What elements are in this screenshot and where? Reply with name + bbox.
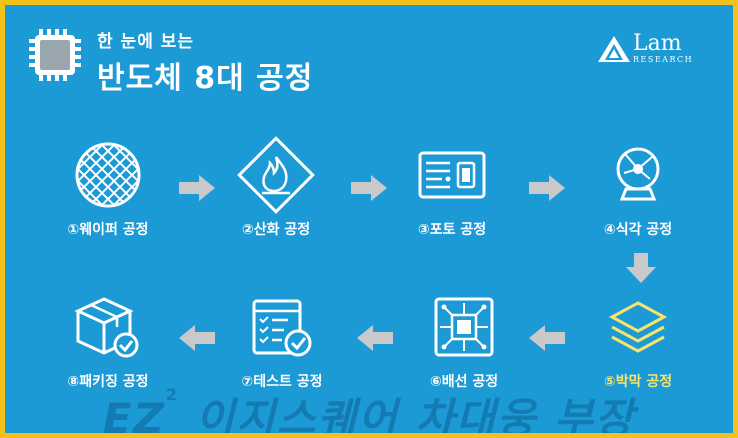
package-check-icon: [74, 297, 139, 358]
lam-triangle-icon: [598, 36, 630, 62]
step-label: ①웨이퍼 공정: [67, 222, 149, 238]
watermark-logo: EZ: [102, 394, 166, 433]
step-label: ③포토 공정: [417, 222, 487, 238]
layers-icon: [608, 301, 668, 353]
chip-icon: [29, 29, 81, 81]
arrow-right-icon: [351, 175, 387, 201]
brand-name: Lam: [633, 31, 682, 56]
header-subtitle: 한 눈에 보는: [97, 32, 195, 52]
watermark-text: 이지스퀘어 차대웅 부장: [195, 394, 636, 433]
step-label: ②산화 공정: [241, 222, 311, 238]
arrow-left-icon: [357, 325, 393, 351]
step-label: ⑥배선 공정: [429, 374, 499, 390]
step-label: ⑧패키징 공정: [67, 374, 149, 390]
step-label: ④식각 공정: [603, 222, 673, 238]
step-etching: ④식각 공정: [563, 135, 713, 239]
checklist-icon: [252, 299, 312, 357]
arrow-right-icon: [529, 175, 565, 201]
wafer-icon: [75, 142, 141, 208]
step-thin-film: ⑤박막 공정: [563, 287, 713, 391]
step-label: ⑦테스트 공정: [241, 374, 323, 390]
step-wafer: ①웨이퍼 공정: [33, 135, 183, 239]
step-oxidation: ②산화 공정: [201, 135, 351, 239]
step-packaging: ⑧패키징 공정: [33, 287, 183, 391]
arrow-down-icon: [626, 253, 656, 283]
plasma-lamp-icon: [616, 147, 660, 201]
step-label: ⑤박막 공정: [603, 374, 673, 390]
arrow-right-icon: [179, 175, 215, 201]
step-photo: ③포토 공정: [377, 135, 527, 239]
watermark-sup: 2: [165, 385, 179, 404]
brand-subtext: RESEARCH: [633, 55, 694, 64]
flame-diamond-icon: [237, 136, 315, 214]
step-test: ⑦테스트 공정: [207, 287, 357, 391]
diagram-frame: 한 눈에 보는 반도체 8대 공정 Lam RESEARCH ①웨이퍼 공정: [5, 5, 733, 433]
circuit-board-icon: [418, 151, 486, 199]
arrow-left-icon: [529, 325, 565, 351]
lam-research-logo: Lam RESEARCH: [597, 31, 707, 71]
step-metal-wiring: ⑥배선 공정: [389, 287, 539, 391]
header-title: 반도체 8대 공정: [97, 61, 314, 96]
arrow-left-icon: [179, 325, 215, 351]
watermark: EZ2 이지스퀘어 차대웅 부장: [5, 385, 733, 433]
chip-wiring-icon: [434, 297, 494, 357]
